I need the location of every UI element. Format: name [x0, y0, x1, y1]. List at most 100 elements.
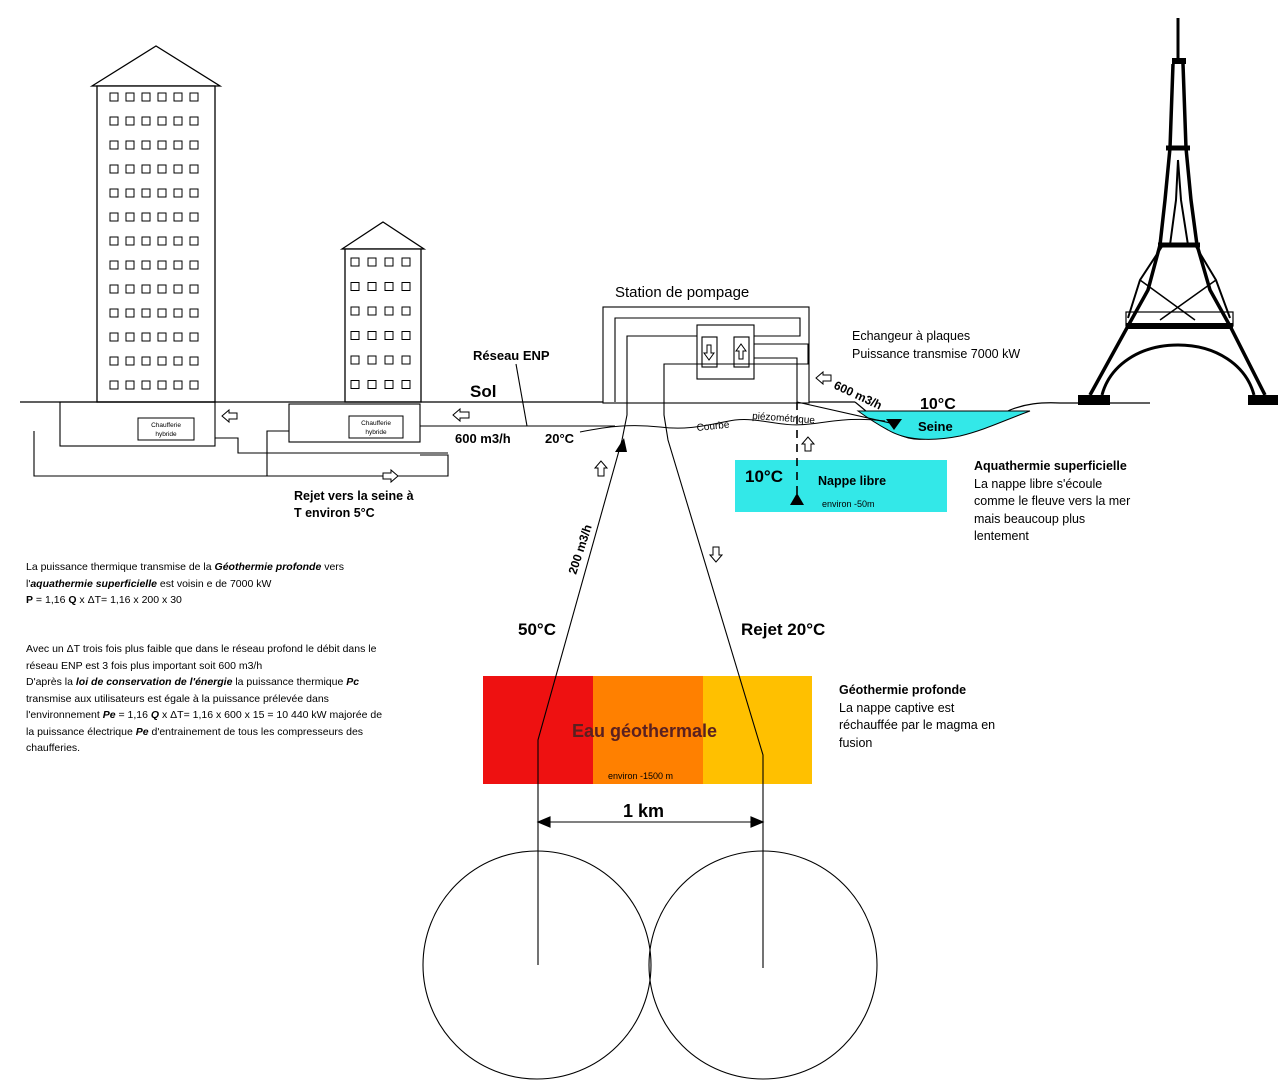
building-window: [141, 332, 151, 342]
building-window: [157, 356, 167, 366]
building-window: [125, 164, 135, 174]
eiffel-tower: [1078, 18, 1278, 405]
building-window: [173, 260, 183, 270]
svg-text:Chaufferie: Chaufferie: [151, 422, 181, 429]
building-window: [350, 331, 360, 340]
para2-text: D'après la: [26, 676, 76, 688]
building-window: [173, 164, 183, 174]
building-window: [189, 356, 199, 366]
building-window: [401, 355, 411, 365]
rejet-seine-l1: Rejet vers la seine à: [294, 489, 414, 503]
building-window: [367, 257, 377, 267]
echangeur-power: Puissance transmise 7000 kW: [852, 347, 1020, 361]
temp-geo-label: 50°C: [518, 620, 556, 639]
para1-text: La puissance thermique transmise de la: [26, 561, 215, 573]
building-window: [125, 260, 135, 270]
building-window: [109, 188, 119, 198]
building-window: [173, 140, 183, 150]
formula-p: P: [26, 594, 34, 606]
building-window: [189, 380, 199, 390]
building-window: [173, 308, 183, 318]
nappe-depth-label: environ -50m: [822, 499, 875, 509]
building-window: [384, 355, 394, 365]
building-window: [141, 356, 151, 366]
building-window: [384, 306, 394, 316]
building-window: [189, 140, 199, 150]
building-window: [109, 116, 119, 126]
building-window: [109, 380, 119, 390]
network-pipes: [33, 363, 615, 477]
exchanger-arrows: [703, 343, 747, 361]
building-window: [173, 380, 183, 390]
building-window: [141, 260, 151, 270]
piezo-label: piézométrique: [752, 411, 816, 426]
debit-geo-label: 200 m3/h: [566, 523, 595, 576]
building-window: [141, 284, 151, 294]
flow-arrows: [221, 370, 832, 563]
building-window: [189, 212, 199, 222]
building-window: [384, 331, 394, 340]
aquathermie-title: Aquathermie superficielle: [974, 459, 1127, 473]
nappe-name-label: Nappe libre: [818, 474, 886, 488]
chaufferie-right: Chaufferie hybride: [348, 415, 404, 439]
power-paragraph: La puissance thermique transmise de la G…: [26, 559, 411, 609]
building-window: [157, 140, 167, 150]
station-label: Station de pompage: [615, 284, 749, 301]
para2-text: la puissance thermique: [232, 676, 347, 688]
piezometric-curve: [579, 418, 886, 433]
building-window: [173, 92, 183, 102]
building-window: [125, 236, 135, 246]
para2-text: d'entrainement de tous les compresseurs …: [26, 725, 364, 755]
building-window: [109, 356, 119, 366]
geothermie-line: réchauffée par le magma en: [839, 718, 996, 732]
building-window: [109, 140, 119, 150]
formula-q: Q: [68, 594, 77, 606]
building-window: [157, 236, 167, 246]
building-window: [125, 92, 135, 102]
building-window: [157, 212, 167, 222]
para2-pe: Pe: [135, 725, 149, 738]
aquathermie-line: lentement: [974, 529, 1029, 543]
para1-text: est voisin e de 7000 kW: [156, 577, 272, 590]
rejet-geo-label: Rejet 20°C: [741, 620, 825, 639]
reseau-label: Réseau ENP: [473, 348, 550, 363]
echangeur-title: Echangeur à plaques: [852, 329, 970, 343]
building-window: [141, 308, 151, 318]
seine-pipe: [796, 401, 891, 424]
building-window: [109, 212, 119, 222]
building-window: [125, 212, 135, 222]
para2-text: Avec un ΔT trois fois plus faible que da…: [26, 643, 377, 672]
building-window: [157, 380, 167, 390]
eau-geo-label: Eau géothermale: [572, 721, 717, 741]
geo-depth-label: environ -1500 m: [608, 771, 673, 781]
building-window: [109, 308, 119, 318]
building-window: [125, 332, 135, 342]
svg-text:hybride: hybride: [155, 431, 177, 438]
building-window: [109, 92, 119, 102]
building-window: [189, 164, 199, 174]
building-window: [189, 236, 199, 246]
building-window: [157, 188, 167, 198]
building-window: [350, 380, 360, 389]
building-window: [173, 356, 183, 366]
svg-text:Chaufferie: Chaufferie: [361, 420, 391, 427]
small-building: [339, 221, 427, 403]
geothermie-line: fusion: [839, 735, 873, 750]
para2-text: = 1,16: [115, 709, 151, 721]
para2-law: loi de conservation de l'énergie: [75, 676, 233, 688]
para1-aqua: aquathermie superficielle: [30, 577, 157, 590]
building-window: [173, 116, 183, 126]
building-window: [189, 308, 199, 318]
distance-dimension: [536, 816, 765, 828]
nappe-temp-label: 10°C: [745, 467, 783, 486]
building-window: [109, 236, 119, 246]
building-window: [384, 257, 394, 267]
building-window: [350, 355, 360, 365]
tall-building: [89, 45, 223, 403]
building-window: [125, 188, 135, 198]
building-window: [401, 282, 411, 291]
building-window: [157, 308, 167, 318]
para1-geo: Géothermie profonde: [214, 561, 322, 573]
building-window: [173, 212, 183, 222]
